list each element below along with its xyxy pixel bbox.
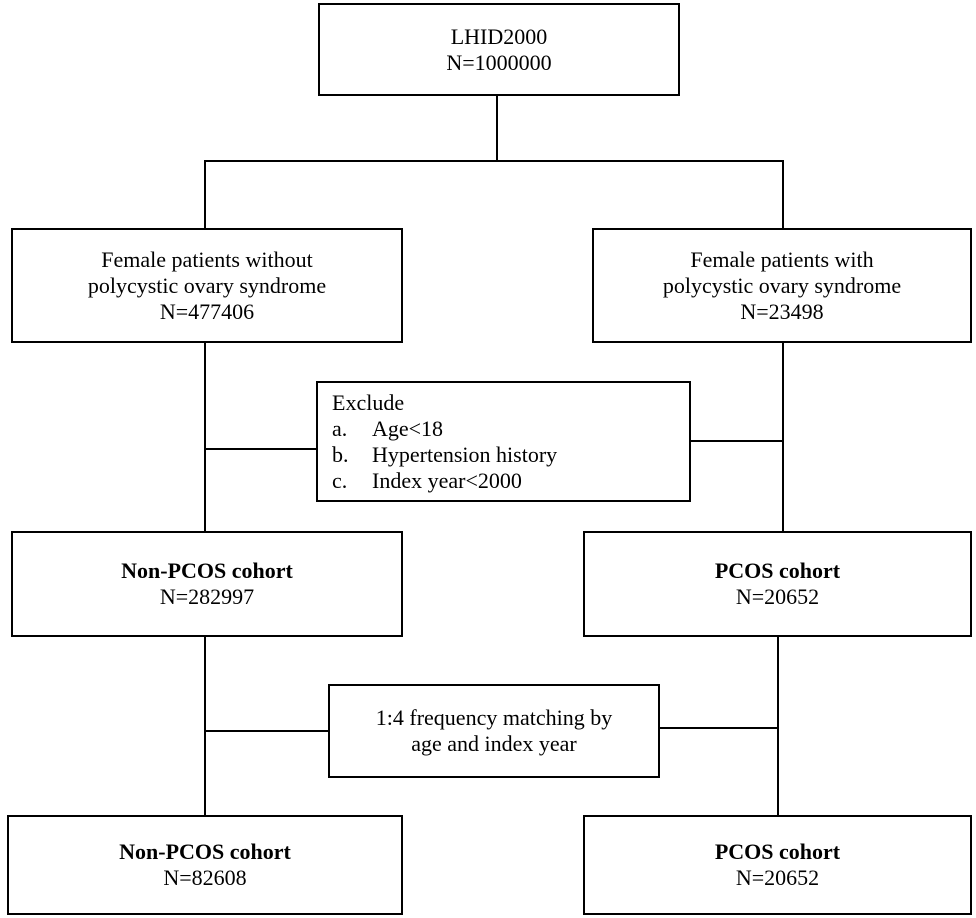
connector-left-1-2	[204, 343, 206, 531]
connector-match-left	[204, 730, 328, 732]
matching-line2: age and index year	[411, 731, 577, 756]
source-database-box: LHID2000 N=1000000	[318, 3, 680, 96]
with-pcos-line2: polycystic ovary syndrome	[662, 272, 902, 298]
connector-top-down	[496, 96, 498, 161]
exclusion-item-marker: c.	[332, 467, 348, 493]
with-pcos-count: N=23498	[740, 298, 824, 324]
with-pcos-line1: Female patients with	[690, 246, 874, 272]
exclusion-item-marker: a.	[332, 415, 348, 441]
connector-split-right	[782, 160, 784, 228]
pcos-matched-title: PCOS cohort	[714, 839, 841, 864]
connector-left-2-3	[204, 637, 206, 815]
non-pcos-cohort-count: N=282997	[159, 584, 255, 609]
connector-right-2-3	[777, 637, 779, 815]
exclusion-item: c. Index year<2000	[332, 468, 522, 494]
without-pcos-count: N=477406	[159, 298, 255, 324]
exclusion-item-text: Hypertension history	[372, 441, 558, 467]
without-pcos-box: Female patients without polycystic ovary…	[11, 228, 403, 343]
without-pcos-line1: Female patients without	[101, 246, 313, 272]
matching-box: 1:4 frequency matching by age and index …	[328, 684, 660, 778]
non-pcos-cohort-title: Non-PCOS cohort	[121, 558, 293, 583]
source-name: LHID2000	[450, 23, 548, 49]
non-pcos-matched-count: N=82608	[163, 865, 247, 890]
connector-exclude-left	[204, 448, 316, 450]
source-count: N=1000000	[446, 49, 552, 75]
non-pcos-matched-box: Non-PCOS cohort N=82608	[7, 815, 403, 915]
connector-exclude-right	[691, 440, 783, 442]
pcos-matched-box: PCOS cohort N=20652	[583, 815, 972, 915]
exclusion-item: b. Hypertension history	[332, 442, 557, 468]
exclusion-item: a. Age<18	[332, 416, 443, 442]
exclusion-criteria-box: Exclude a. Age<18 b. Hypertension histor…	[316, 381, 691, 502]
exclusion-item-text: Index year<2000	[372, 467, 522, 493]
connector-split-left	[204, 160, 206, 228]
pcos-cohort-box: PCOS cohort N=20652	[583, 531, 972, 637]
exclusion-item-text: Age<18	[372, 415, 444, 441]
connector-split-horizontal	[204, 160, 784, 162]
connector-match-right	[660, 727, 778, 729]
connector-right-1-2	[782, 343, 784, 531]
without-pcos-line2: polycystic ovary syndrome	[87, 272, 327, 298]
non-pcos-cohort-box: Non-PCOS cohort N=282997	[11, 531, 403, 637]
pcos-matched-count: N=20652	[735, 865, 820, 890]
pcos-cohort-count: N=20652	[735, 584, 820, 609]
with-pcos-box: Female patients with polycystic ovary sy…	[592, 228, 972, 343]
pcos-cohort-title: PCOS cohort	[714, 558, 841, 583]
matching-line1: 1:4 frequency matching by	[375, 705, 613, 730]
exclusion-item-marker: b.	[332, 441, 349, 467]
non-pcos-matched-title: Non-PCOS cohort	[119, 839, 291, 864]
exclusion-title: Exclude	[332, 389, 405, 415]
